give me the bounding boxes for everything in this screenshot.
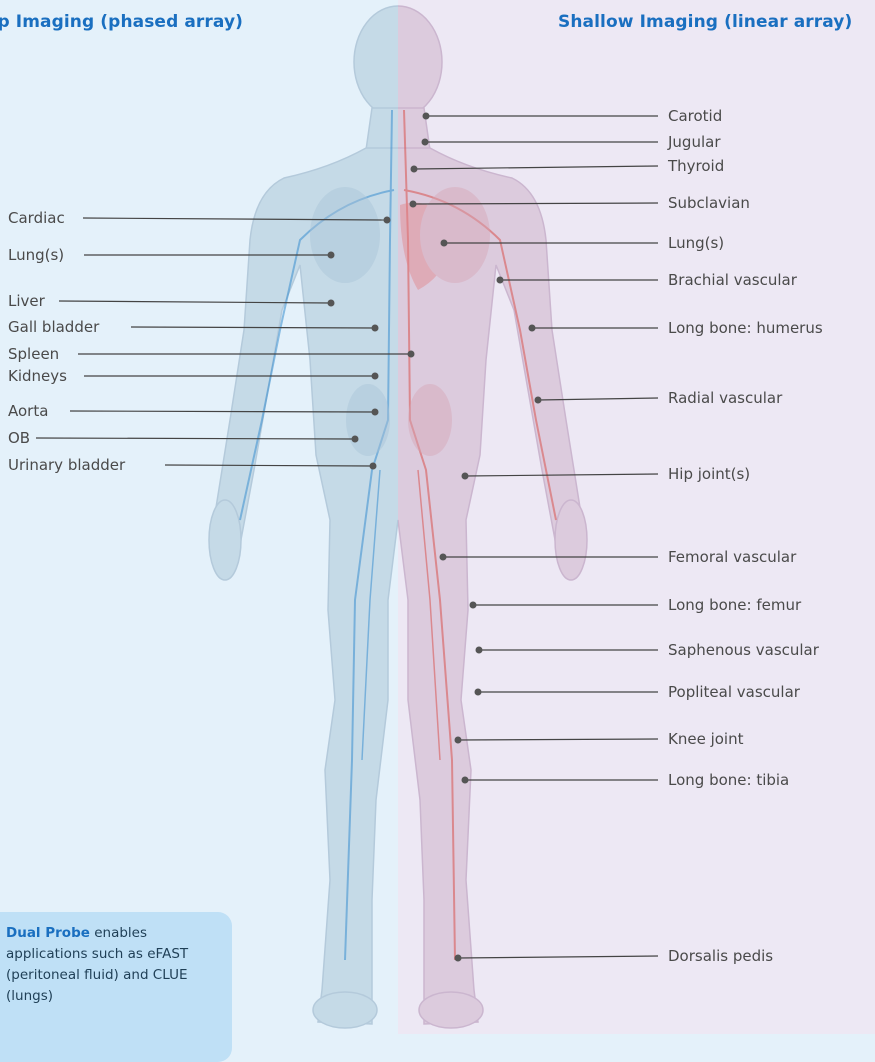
marker-dot-popliteal-vascular xyxy=(475,689,482,696)
callout-line-4: (lungs) xyxy=(6,986,218,1007)
label-jugular: Jugular xyxy=(667,133,721,151)
marker-dot-dorsalis-pedis xyxy=(455,955,462,962)
marker-dot-lung-s xyxy=(328,252,335,259)
marker-dot-aorta xyxy=(372,409,379,416)
marker-dot-jugular xyxy=(422,139,429,146)
label-subclavian: Subclavian xyxy=(668,194,750,212)
callout-bold: Dual Probe xyxy=(6,925,90,941)
label-gall-bladder: Gall bladder xyxy=(8,318,100,336)
marker-dot-hip-joint-s xyxy=(462,473,469,480)
marker-dot-gall-bladder xyxy=(372,325,379,332)
label-long-bone-tibia: Long bone: tibia xyxy=(668,771,789,789)
marker-dot-femoral-vascular xyxy=(440,554,447,561)
callout-rest: enables xyxy=(94,925,147,941)
label-long-bone-femur: Long bone: femur xyxy=(668,596,802,614)
label-liver: Liver xyxy=(8,292,46,310)
leader-line-ob xyxy=(36,438,355,439)
label-femoral-vascular: Femoral vascular xyxy=(668,548,797,566)
shallow-imaging-heading: Shallow Imaging (linear array) xyxy=(558,12,852,32)
body-silhouette xyxy=(209,6,587,1028)
label-carotid: Carotid xyxy=(668,107,722,125)
label-kidneys: Kidneys xyxy=(8,367,67,385)
marker-dot-carotid xyxy=(423,113,430,120)
marker-dot-urinary-bladder xyxy=(370,463,377,470)
label-cardiac: Cardiac xyxy=(8,209,65,227)
label-dorsalis-pedis: Dorsalis pedis xyxy=(668,947,773,965)
label-urinary-bladder: Urinary bladder xyxy=(8,456,126,474)
leader-line-knee-joint xyxy=(458,739,658,740)
marker-dot-saphenous-vascular xyxy=(476,647,483,654)
marker-dot-long-bone-tibia xyxy=(462,777,469,784)
marker-dot-kidneys xyxy=(372,373,379,380)
marker-dot-brachial-vascular xyxy=(497,277,504,284)
label-lung-s: Lung(s) xyxy=(668,234,724,252)
label-brachial-vascular: Brachial vascular xyxy=(668,271,798,289)
marker-dot-ob xyxy=(352,436,359,443)
label-saphenous-vascular: Saphenous vascular xyxy=(668,641,820,659)
callout-line-3: (peritoneal fluid) and CLUE xyxy=(6,965,218,986)
marker-dot-radial-vascular xyxy=(535,397,542,404)
label-ob: OB xyxy=(8,429,30,447)
label-radial-vascular: Radial vascular xyxy=(668,389,783,407)
marker-dot-lung-s xyxy=(441,240,448,247)
marker-dot-cardiac xyxy=(384,217,391,224)
leader-line-dorsalis-pedis xyxy=(458,956,658,958)
marker-dot-long-bone-humerus xyxy=(529,325,536,332)
marker-dot-long-bone-femur xyxy=(470,602,477,609)
label-thyroid: Thyroid xyxy=(667,157,724,175)
callout-line-2: applications such as eFAST xyxy=(6,944,218,965)
label-spleen: Spleen xyxy=(8,345,59,363)
marker-dot-thyroid xyxy=(411,166,418,173)
label-popliteal-vascular: Popliteal vascular xyxy=(668,683,801,701)
marker-dot-liver xyxy=(328,300,335,307)
marker-dot-spleen xyxy=(408,351,415,358)
callout-line-1: Dual Probe enables xyxy=(6,923,218,944)
dual-probe-callout: Dual Probe enables applications such as … xyxy=(0,912,232,1062)
deep-imaging-heading: Deep Imaging (phased array) xyxy=(0,12,243,32)
marker-dot-subclavian xyxy=(410,201,417,208)
label-lung-s: Lung(s) xyxy=(8,246,64,264)
label-hip-joint-s: Hip joint(s) xyxy=(668,465,750,483)
leader-line-liver xyxy=(59,301,331,303)
label-long-bone-humerus: Long bone: humerus xyxy=(668,319,823,337)
marker-dot-knee-joint xyxy=(455,737,462,744)
label-aorta: Aorta xyxy=(8,402,48,420)
label-knee-joint: Knee joint xyxy=(668,730,744,748)
